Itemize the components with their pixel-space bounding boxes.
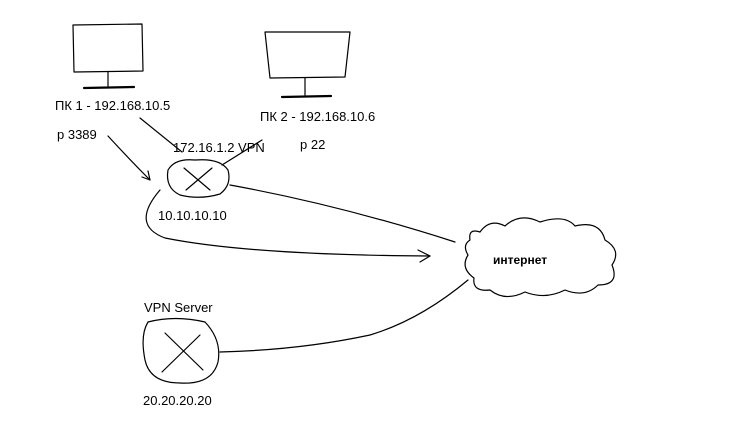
router-icon <box>166 159 230 198</box>
router-internet-link <box>229 184 456 243</box>
internet-cloud-icon <box>464 217 617 298</box>
forward-arrow-to-internet <box>145 189 431 263</box>
internet-label: интернет <box>493 253 548 267</box>
pc1-router-link <box>139 117 183 153</box>
pc2-router-link <box>221 139 263 166</box>
internet-vpnserver-link <box>219 279 469 353</box>
pc1-label: ПК 1 - 192.168.10.5 <box>55 98 171 113</box>
pc2-port-label: p 22 <box>300 137 326 152</box>
router-ip-label: 10.10.10.10 <box>158 208 227 223</box>
vpn-server-title: VPN Server <box>144 300 213 315</box>
pc2-label: ПК 2 - 192.168.10.6 <box>260 109 376 124</box>
pc1-monitor-icon <box>72 23 144 90</box>
pc2-monitor-icon <box>264 31 351 99</box>
vpn-server-router-icon <box>142 317 220 384</box>
port-forward-arrow <box>107 135 151 181</box>
vpn-server-ip-label: 20.20.20.20 <box>143 393 212 408</box>
router-vpn-label: 172.16.1.2 VPN <box>173 140 265 155</box>
pc1-port-label: p 3389 <box>57 127 97 142</box>
